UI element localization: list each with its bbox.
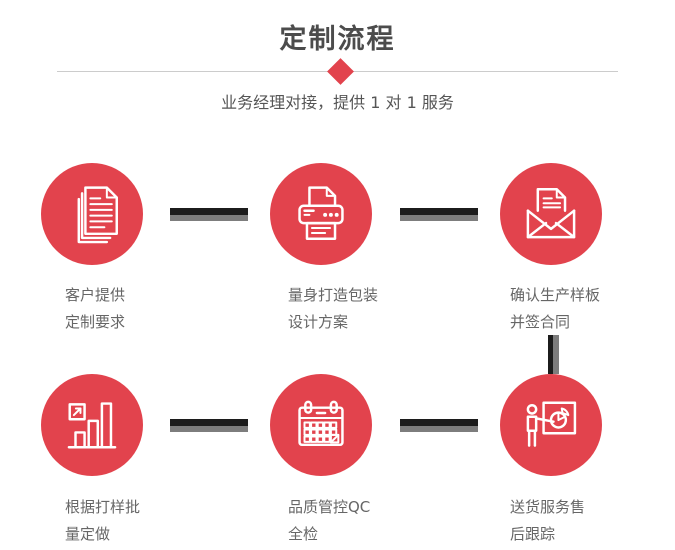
step-circle-1 — [41, 163, 143, 265]
documents-icon — [77, 186, 118, 244]
connector-bar-dark — [170, 419, 248, 426]
step-circle-4 — [41, 374, 143, 476]
step-label-2: 量身打造包装 设计方案 — [288, 286, 379, 331]
step-label-5: 品质管控QC 全检 — [288, 498, 371, 543]
presentation-icon — [526, 401, 577, 447]
connector-bar-dark — [400, 208, 478, 215]
connector-step5-step6 — [400, 419, 478, 432]
connector-bar-dark — [170, 208, 248, 215]
step-circle-6 — [500, 374, 602, 476]
step-circle-3 — [500, 163, 602, 265]
diamond-icon — [327, 58, 354, 85]
connector-step4-step5 — [170, 419, 248, 432]
connector-bar-gray — [400, 215, 478, 221]
step-label-4: 根据打样批 量定做 — [65, 498, 141, 543]
connector-bar-dark — [400, 419, 478, 426]
step-circle-2 — [270, 163, 372, 265]
step-circle-5 — [270, 374, 372, 476]
connector-bar-gray — [170, 215, 248, 221]
connector-bar-gray — [553, 335, 559, 374]
connector-bar-gray — [170, 426, 248, 432]
step-label-1: 客户提供 定制要求 — [65, 286, 126, 331]
connector-bar-gray — [400, 426, 478, 432]
connector-step2-step3 — [400, 208, 478, 221]
step-label-3: 确认生产样板 并签合同 — [510, 286, 601, 331]
calendar-icon — [298, 400, 344, 447]
page-title: 定制流程 — [279, 24, 396, 55]
open-envelope-icon — [526, 188, 576, 239]
connector-step1-step2 — [170, 208, 248, 221]
printer-icon — [298, 186, 344, 240]
page-subtitle: 业务经理对接，提供 1 对 1 服务 — [221, 93, 454, 112]
bar-chart-icon — [67, 402, 117, 449]
step-label-6: 送货服务售 后跟踪 — [510, 498, 586, 543]
connector-bar-dark — [548, 335, 553, 374]
connector-step3-step6 — [548, 335, 559, 374]
